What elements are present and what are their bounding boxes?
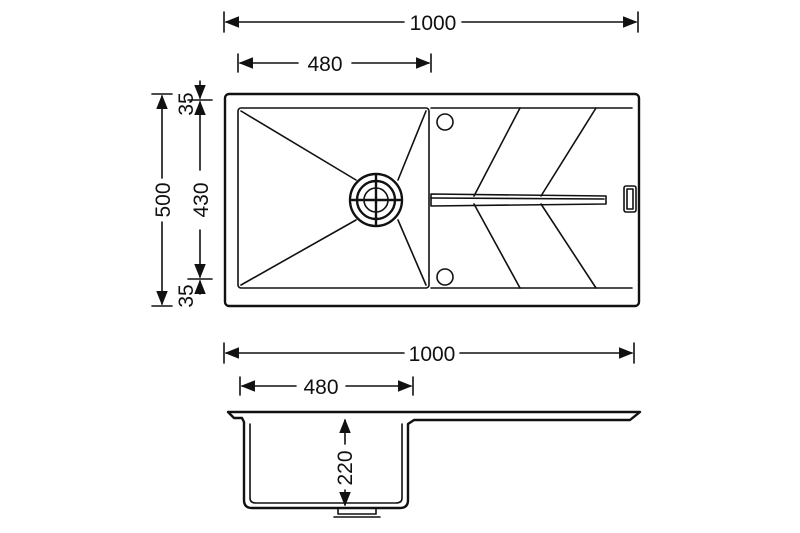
dimension-overall-width-section: 1000 (223, 342, 635, 366)
sink-section-view (226, 410, 642, 518)
bottom-rim-label: 35 (175, 284, 198, 307)
dimension-overall-depth: 500 (151, 93, 175, 307)
dimension-bowl-width-top: 480 (237, 53, 432, 76)
section-bowl-width-label: 480 (303, 376, 338, 399)
bowl-depth-label: 430 (190, 182, 213, 217)
top-rim-label: 35 (175, 92, 198, 115)
bowl-width-label: 480 (307, 53, 342, 76)
dimension-overall-width-top: 1000 (223, 11, 639, 35)
section-overall-width-label: 1000 (409, 343, 456, 366)
sink-plan-view (223, 92, 641, 308)
dimension-bowl-width-section: 480 (239, 376, 414, 399)
overall-depth-label: 500 (152, 182, 175, 217)
overall-width-label: 1000 (410, 12, 457, 35)
bowl-height-label: 220 (334, 450, 357, 485)
dimension-bowl-height: 220 (334, 418, 357, 507)
dimension-inner-depth: 35 430 35 (175, 80, 213, 308)
drain-icon (348, 172, 404, 228)
